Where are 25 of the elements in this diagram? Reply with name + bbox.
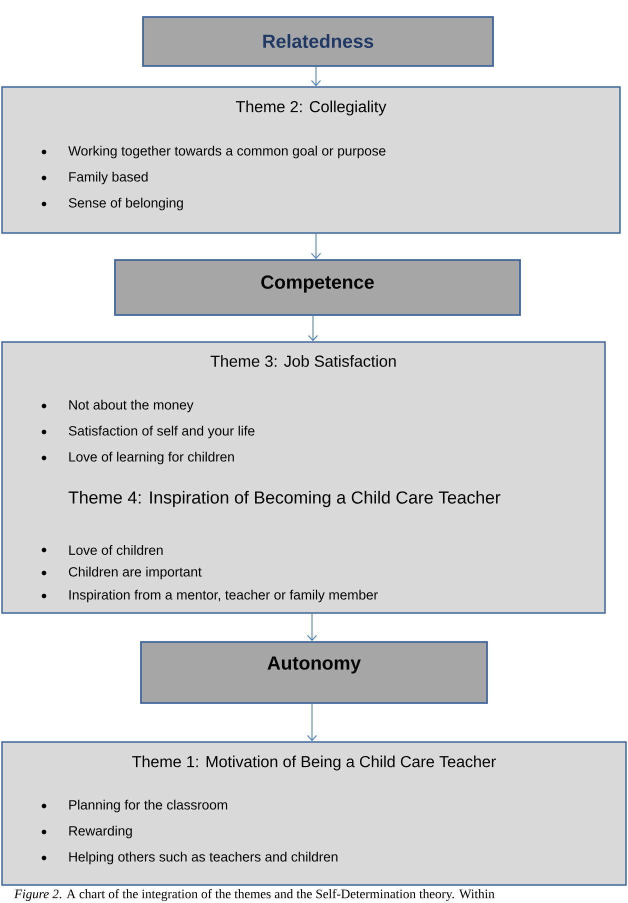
theme-heading: Theme 4: Inspiration of Becoming a Child Care Teacher [68,490,500,508]
bullet-item: Sense of belonging [42,198,183,210]
theme-heading: Theme 3: Job Satisfaction [210,355,396,367]
arrow [311,66,321,86]
bullet-item: Love of children [42,545,163,555]
bullet-item: Love of learning for children [42,452,234,464]
arrow [311,233,321,260]
bullet-item: Inspiration from a mentor, teacher or family member [42,590,378,602]
box-title: Autonomy [268,656,361,674]
arrow [308,315,318,342]
bullet-item: Planning for the classroom [42,800,228,812]
bullet-item: Satisfaction of self and your life [42,426,254,438]
box-title: Competence [261,275,374,293]
theme-heading: Theme 1: Motivation of Being a Child Care Teacher [132,756,496,770]
box-title: Relatedness [263,34,374,48]
figure-caption: Figure 2. A chart of the integration of the themes and the Self-Determination theory. Within [14,889,495,901]
arrow [307,703,317,742]
bullet-item: Working together towards a common goal or purpose [42,146,386,158]
bullet-item: Not about the money [42,400,194,412]
arrow [307,613,317,642]
bullet-item: Family based [42,172,148,184]
bullet-item: Children are important [42,566,202,580]
bullet-item: Helping others such as teachers and children [42,852,338,864]
theme-heading: Theme 2: Collegiality [236,100,386,116]
bullet-item: Rewarding [42,826,132,838]
